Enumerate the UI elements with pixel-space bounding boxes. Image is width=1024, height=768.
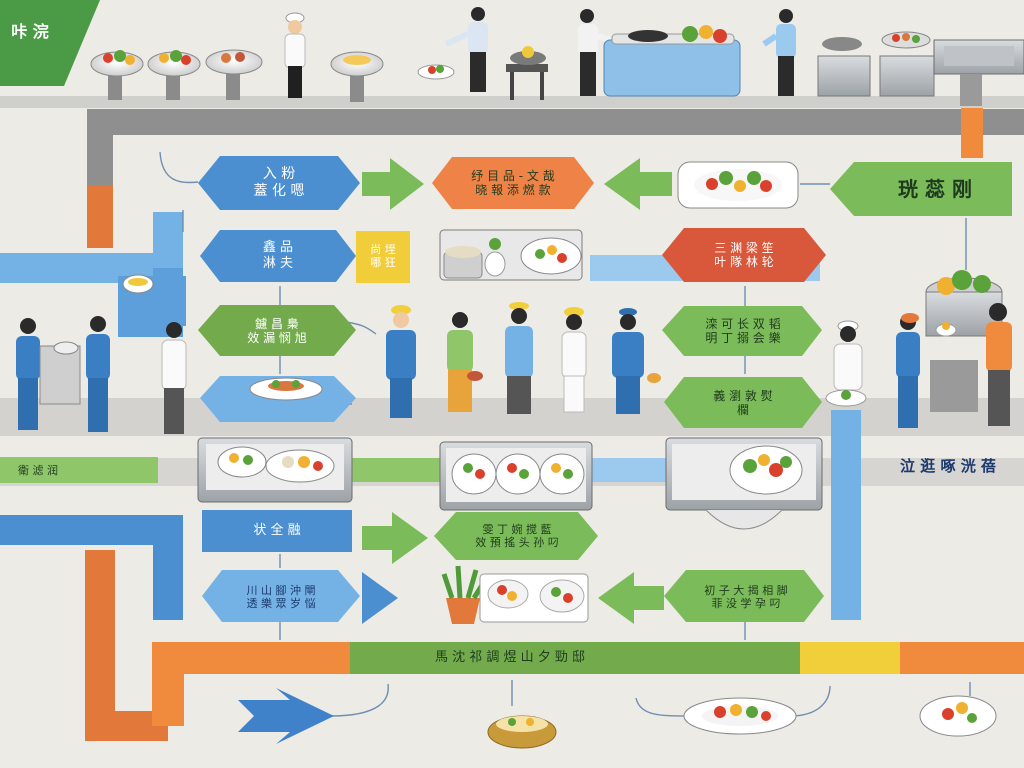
bottom-dishes: [487, 695, 997, 749]
orange-pipe-lower-left: [85, 550, 168, 741]
cook-icon: [417, 7, 488, 92]
node-box: [432, 157, 594, 209]
serving-counter-icon: [603, 25, 741, 97]
pot-icon: [118, 274, 186, 326]
blue-pipe-lower-left: [0, 515, 183, 620]
cook-icon: [505, 302, 533, 414]
lower-counters: [197, 437, 823, 624]
chef-icon: [284, 12, 306, 98]
serving-counter-icon: [439, 441, 593, 511]
pot-icon: [39, 341, 81, 405]
node-box: [664, 377, 822, 428]
steamer-icon: [439, 229, 583, 281]
floor-strip-top: [0, 96, 1024, 108]
waiter-icon: [161, 322, 187, 434]
upper-middle-dishes: [118, 161, 1003, 412]
plate-icon: [479, 573, 589, 623]
node-box: [200, 230, 356, 282]
cook-icon: [578, 9, 617, 96]
waiter-icon: [16, 318, 40, 430]
node-box: [830, 162, 1012, 216]
node-box: [202, 570, 360, 622]
plate-icon: [249, 377, 323, 401]
stove-icon: [817, 31, 935, 97]
waiter-icon: [612, 308, 661, 414]
salad-bowl-icon: [677, 161, 799, 209]
node-box: [202, 510, 352, 552]
staff-row: [16, 302, 1012, 434]
flow-arrow-right-icon: [362, 158, 424, 210]
node-box: [198, 156, 360, 210]
node-box: [662, 306, 822, 356]
corner-banner: [0, 0, 100, 86]
salad-bowl-icon: [90, 50, 144, 100]
stove-icon: [506, 46, 548, 100]
chef-icon: [825, 320, 867, 407]
salad-bowl-icon: [205, 49, 263, 100]
node-box: [662, 228, 826, 282]
waiter-icon: [896, 314, 920, 428]
top-station-row: [90, 7, 1024, 106]
plant-icon: [441, 565, 487, 624]
chef-icon: [561, 307, 587, 413]
steamer-icon: [933, 39, 1024, 106]
connector-line: [635, 697, 691, 717]
waiter-icon: [762, 9, 796, 96]
connector-line: [789, 685, 831, 717]
chef-icon: [386, 305, 416, 418]
node-box: [356, 231, 410, 283]
chef-icon: [901, 303, 1012, 426]
serving-counter-icon: [665, 437, 823, 530]
flow-arrow-right-icon: [238, 688, 334, 744]
flow-arrow-left-icon: [598, 572, 664, 624]
flow-arrows: [238, 158, 672, 744]
connector-line: [159, 151, 199, 184]
flow-arrow-right-icon: [362, 572, 398, 624]
salad-bowl-icon: [147, 50, 201, 100]
flow-arrow-left-icon: [604, 158, 672, 210]
salad-bowl-icon: [330, 51, 384, 102]
orange-pipe-bottom: [152, 642, 350, 726]
waiter-icon: [86, 316, 110, 432]
connector-line: [329, 683, 389, 717]
serving-counter-icon: [197, 437, 353, 503]
node-box: [198, 305, 356, 356]
node-box: [664, 570, 824, 622]
blue-pipe-upper-left: [0, 212, 183, 283]
plate-icon: [683, 697, 797, 735]
plate-icon: [919, 695, 997, 737]
salad-bowl-icon: [487, 715, 557, 749]
flow-arrow-right-icon: [362, 512, 428, 564]
cook-icon: [447, 312, 483, 412]
node-box: [434, 512, 598, 560]
